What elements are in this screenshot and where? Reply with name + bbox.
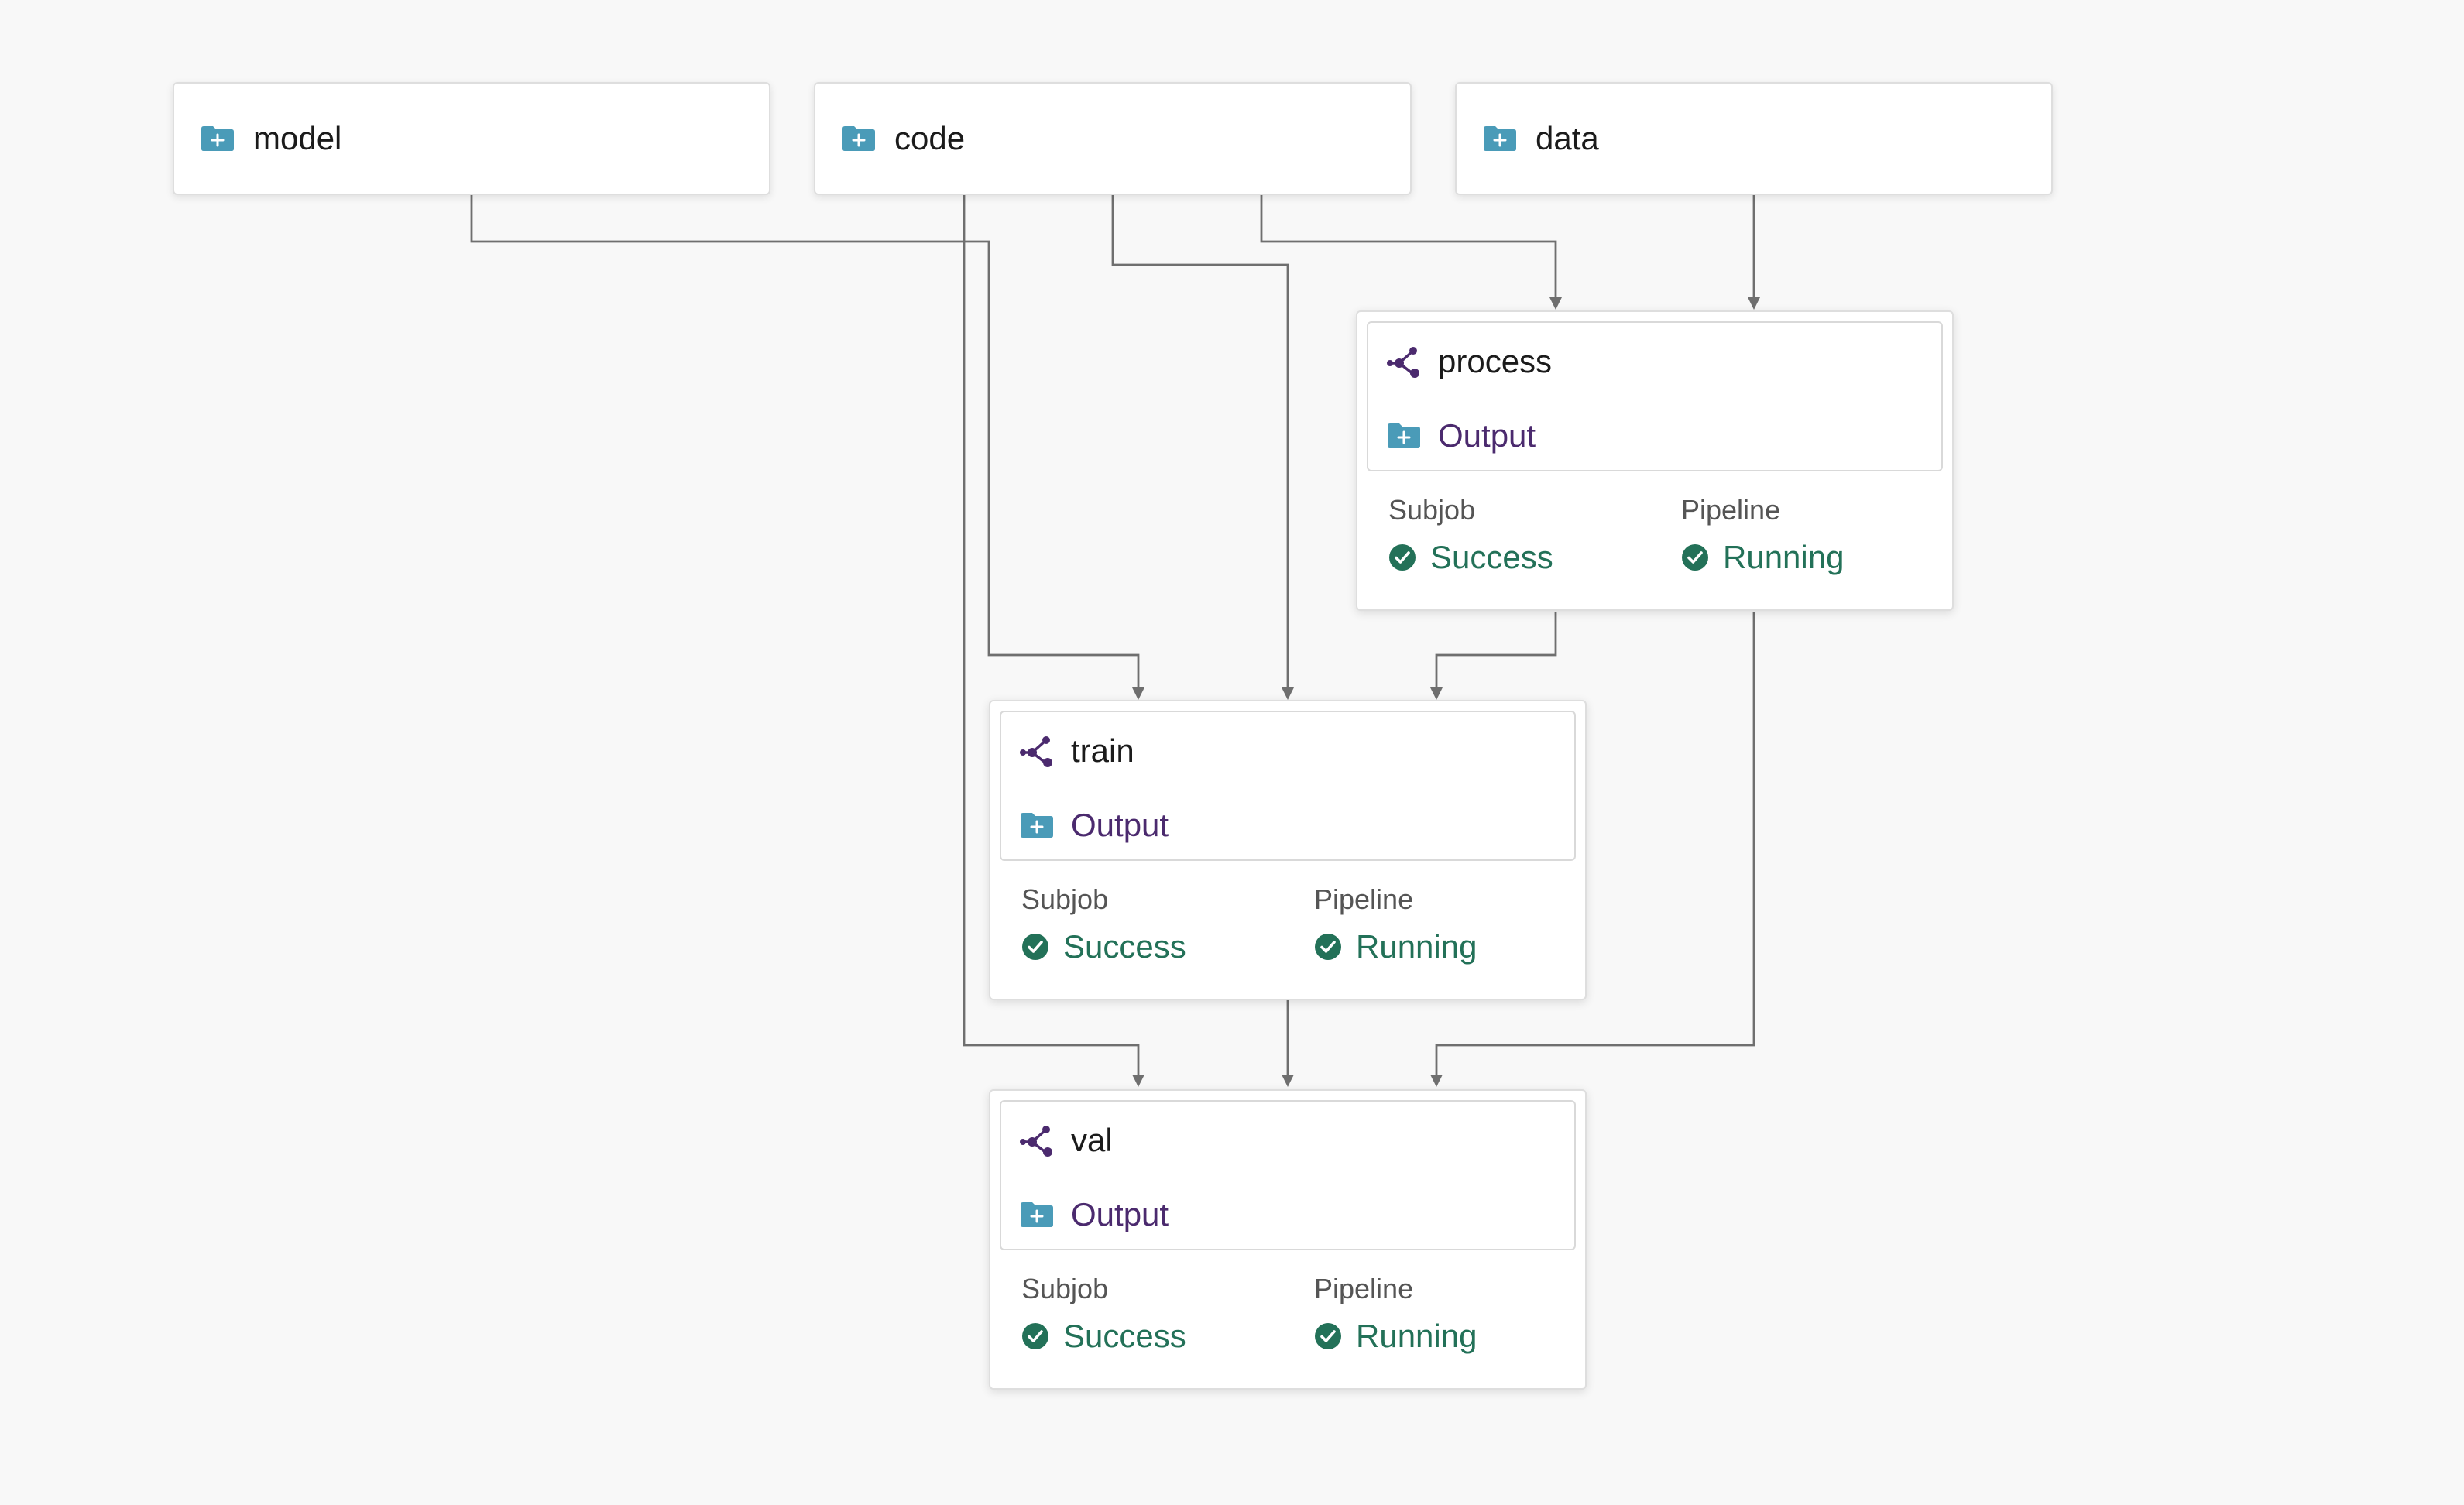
folder-icon xyxy=(1388,423,1420,448)
input-node-label: data xyxy=(1536,120,1599,156)
subjob-status-value: Success xyxy=(1063,1318,1186,1354)
pipeline-status-value: Running xyxy=(1723,539,1845,575)
check-circle-icon xyxy=(1315,1323,1341,1349)
output-label: Output xyxy=(1071,807,1169,843)
pipeline-status: Pipeline Running xyxy=(1314,883,1477,966)
edge-model-to-train xyxy=(470,195,1140,689)
arrowhead xyxy=(1282,1075,1294,1087)
input-node-code[interactable]: code xyxy=(814,82,1412,195)
pipeline-status: Pipeline Running xyxy=(1681,493,1844,577)
output-port[interactable]: Output xyxy=(1020,1193,1169,1236)
folder-icon xyxy=(842,126,875,151)
check-circle-icon xyxy=(1389,544,1416,571)
subjob-status-value: Success xyxy=(1430,539,1553,575)
component-title: val xyxy=(1071,1122,1113,1158)
arrowhead xyxy=(1132,1075,1144,1087)
pipeline-caption: Pipeline xyxy=(1314,1273,1414,1304)
pipeline-icon xyxy=(1020,736,1052,767)
component-title: train xyxy=(1071,732,1134,769)
edge-process-to-train xyxy=(1435,612,1557,689)
subjob-status-value: Success xyxy=(1063,928,1186,965)
subjob-caption: Subjob xyxy=(1021,883,1109,915)
subjob-caption: Subjob xyxy=(1388,494,1476,526)
folder-icon xyxy=(1484,126,1516,151)
component-node-train[interactable]: train Output Subjob Success Pipeline xyxy=(989,700,1587,1000)
pipeline-status-value: Running xyxy=(1356,1318,1477,1354)
check-circle-icon xyxy=(1022,934,1048,960)
subjob-status: Subjob Success xyxy=(1021,1272,1186,1356)
input-node-model[interactable]: model xyxy=(173,82,770,195)
component-node-process[interactable]: process Output Subjob Success Pipelin xyxy=(1356,310,1954,611)
subjob-status: Subjob Success xyxy=(1388,493,1553,577)
output-label: Output xyxy=(1438,417,1536,454)
output-port[interactable]: Output xyxy=(1020,804,1169,847)
component-header: train Output xyxy=(1000,711,1576,861)
input-node-label: code xyxy=(894,120,966,156)
edge-code-to-process xyxy=(1260,195,1557,299)
folder-icon xyxy=(1021,813,1053,838)
subjob-status: Subjob Success xyxy=(1021,883,1186,966)
arrowhead xyxy=(1748,297,1760,310)
component-node-val[interactable]: val Output Subjob Success Pipeline xyxy=(989,1089,1587,1390)
pipeline-status: Pipeline Running xyxy=(1314,1272,1477,1356)
pipeline-icon xyxy=(1020,1126,1052,1157)
check-circle-icon xyxy=(1022,1323,1048,1349)
component-title: process xyxy=(1438,343,1553,379)
check-circle-icon xyxy=(1315,934,1341,960)
arrowhead xyxy=(1430,1075,1443,1087)
output-port[interactable]: Output xyxy=(1387,414,1536,458)
pipeline-caption: Pipeline xyxy=(1681,494,1781,526)
arrowhead xyxy=(1549,297,1562,310)
component-header: val Output xyxy=(1000,1100,1576,1250)
edge-code-to-train xyxy=(1111,195,1289,689)
component-title-row: train xyxy=(1018,729,1134,773)
pipeline-status-value: Running xyxy=(1356,928,1477,965)
arrowhead xyxy=(1132,687,1144,700)
pipeline-caption: Pipeline xyxy=(1314,883,1414,915)
input-node-data[interactable]: data xyxy=(1455,82,2053,195)
folder-icon xyxy=(1021,1202,1053,1227)
folder-icon xyxy=(201,126,234,151)
output-label: Output xyxy=(1071,1196,1169,1232)
subjob-caption: Subjob xyxy=(1021,1273,1109,1304)
pipeline-icon xyxy=(1387,347,1419,378)
arrowhead xyxy=(1430,687,1443,700)
check-circle-icon xyxy=(1682,544,1708,571)
arrowhead xyxy=(1282,687,1294,700)
component-title-row: process xyxy=(1385,340,1552,383)
component-title-row: val xyxy=(1018,1119,1113,1162)
component-header: process Output xyxy=(1367,321,1943,471)
input-node-label: model xyxy=(253,120,342,156)
